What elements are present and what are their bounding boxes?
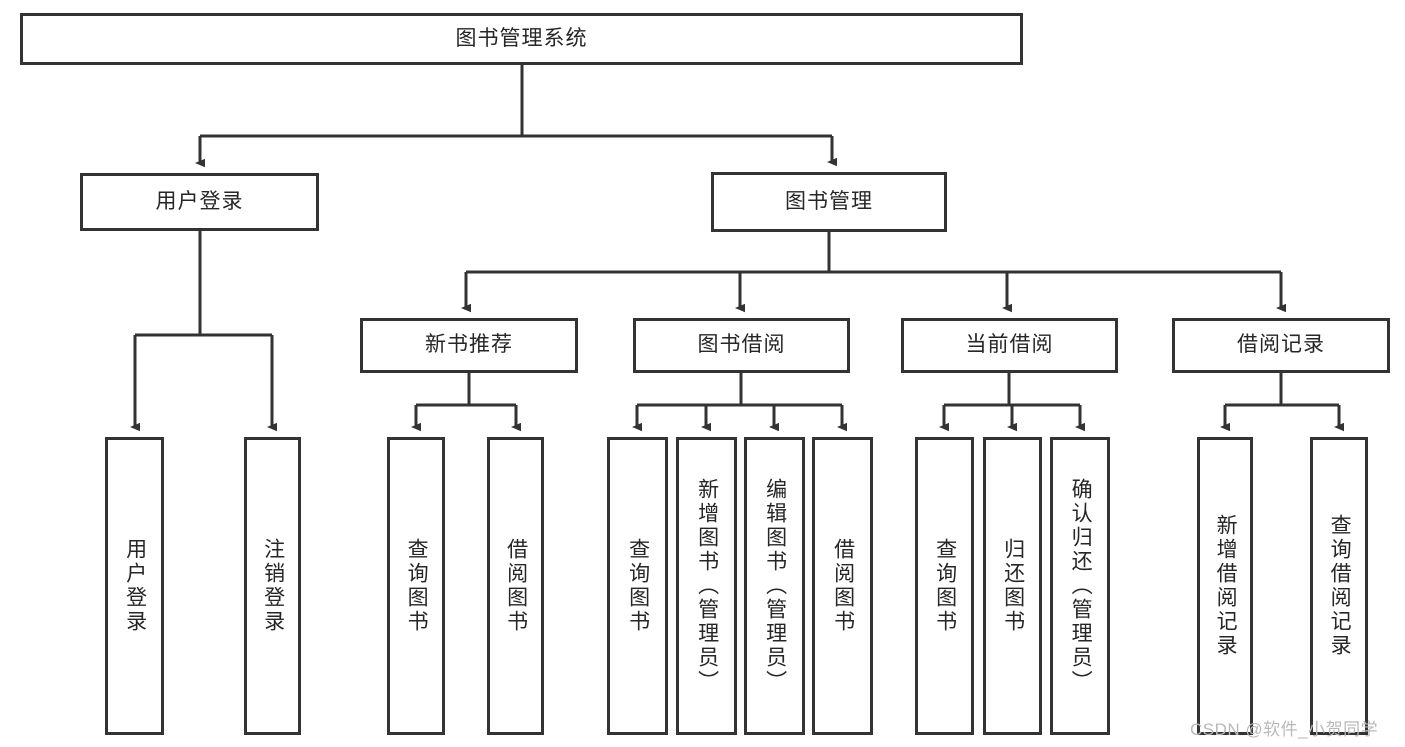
node-label-leaf_add_rec: 新增借阅记录 xyxy=(1214,514,1238,658)
node-new_book_rec[interactable]: 新书推荐 xyxy=(360,318,578,373)
node-leaf_add_rec[interactable]: 新增借阅记录 xyxy=(1197,437,1253,735)
node-root[interactable]: 图书管理系统 xyxy=(20,13,1023,65)
node-label-leaf_add_book: 新增图书（管理员） xyxy=(695,478,719,694)
node-book_borrow[interactable]: 图书借阅 xyxy=(633,318,850,373)
node-label-leaf_query1: 查询图书 xyxy=(405,538,429,634)
node-label-user_login: 用户登录 xyxy=(155,189,244,213)
node-label-new_book_rec: 新书推荐 xyxy=(425,333,513,357)
node-leaf_edit_book[interactable]: 编辑图书（管理员） xyxy=(744,437,805,735)
node-label-leaf_qry_rec: 查询借阅记录 xyxy=(1328,514,1352,658)
node-leaf_query2[interactable]: 查询图书 xyxy=(607,437,668,735)
node-leaf_borrow1[interactable]: 借阅图书 xyxy=(487,437,544,735)
node-label-root: 图书管理系统 xyxy=(455,26,588,50)
node-leaf_logout[interactable]: 注销登录 xyxy=(244,437,301,735)
node-label-leaf_return: 归还图书 xyxy=(1001,538,1025,634)
node-label-leaf_login: 用户登录 xyxy=(123,538,147,634)
node-label-book_manage: 图书管理 xyxy=(785,189,873,213)
node-borrow_record[interactable]: 借阅记录 xyxy=(1172,318,1390,373)
node-label-book_borrow: 图书借阅 xyxy=(697,333,786,357)
node-label-leaf_borrow1: 借阅图书 xyxy=(504,538,528,634)
node-leaf_query3[interactable]: 查询图书 xyxy=(915,437,974,735)
node-leaf_borrow2[interactable]: 借阅图书 xyxy=(812,437,873,735)
node-book_manage[interactable]: 图书管理 xyxy=(711,172,947,232)
node-current_borrow[interactable]: 当前借阅 xyxy=(901,318,1118,373)
csdn-watermark: CSDN @软件_小贺同学 xyxy=(1190,720,1379,739)
node-leaf_add_book[interactable]: 新增图书（管理员） xyxy=(676,437,737,735)
node-label-leaf_confirm: 确认归还（管理员） xyxy=(1069,478,1093,694)
node-leaf_login[interactable]: 用户登录 xyxy=(105,437,164,735)
node-leaf_return[interactable]: 归还图书 xyxy=(983,437,1042,735)
node-label-borrow_record: 借阅记录 xyxy=(1237,333,1325,357)
node-leaf_query1[interactable]: 查询图书 xyxy=(387,437,445,735)
node-leaf_confirm[interactable]: 确认归还（管理员） xyxy=(1050,437,1110,735)
node-label-current_borrow: 当前借阅 xyxy=(965,333,1054,357)
node-label-leaf_query3: 查询图书 xyxy=(933,538,957,634)
node-label-leaf_edit_book: 编辑图书（管理员） xyxy=(763,478,787,694)
node-user_login[interactable]: 用户登录 xyxy=(80,173,319,231)
node-leaf_qry_rec[interactable]: 查询借阅记录 xyxy=(1310,437,1368,735)
node-label-leaf_borrow2: 借阅图书 xyxy=(831,538,855,634)
node-label-leaf_logout: 注销登录 xyxy=(261,538,285,634)
node-label-leaf_query2: 查询图书 xyxy=(626,538,650,634)
